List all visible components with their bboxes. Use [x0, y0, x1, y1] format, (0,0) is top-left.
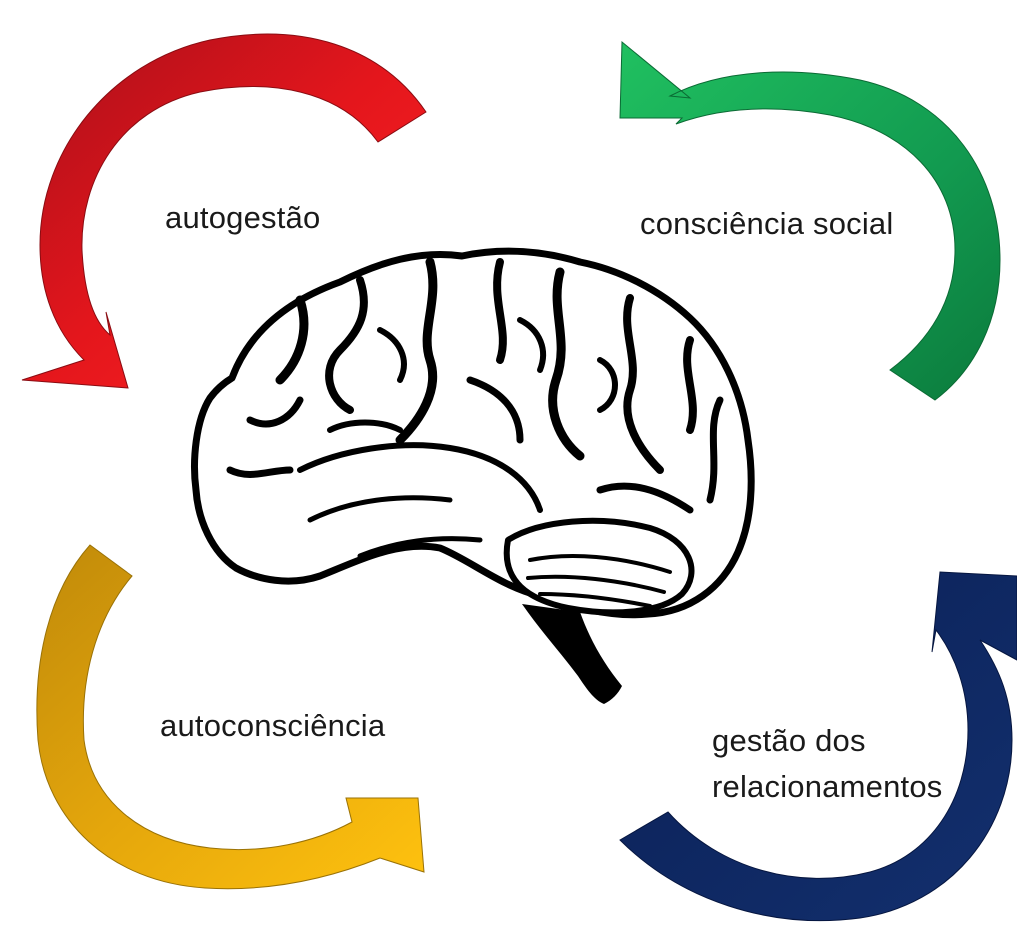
red-cycle-arrow — [21, 33, 427, 389]
label-gestao-line-2: relacionamentos — [712, 769, 943, 804]
label-autoconsciencia: autoconsciência — [160, 708, 386, 743]
label-autogestao: autogestão — [165, 200, 321, 235]
green-cycle-arrow — [619, 40, 1001, 401]
navy-cycle-arrow — [619, 571, 1017, 922]
label-consciencia-social: consciência social — [640, 206, 894, 241]
gold-cycle-arrow — [36, 544, 425, 890]
brain-icon — [191, 247, 755, 704]
label-gestao-line-1: gestão dos — [712, 723, 866, 758]
label-gestao-dos-relacionamentos: gestão dos relacionamentos — [712, 718, 942, 810]
